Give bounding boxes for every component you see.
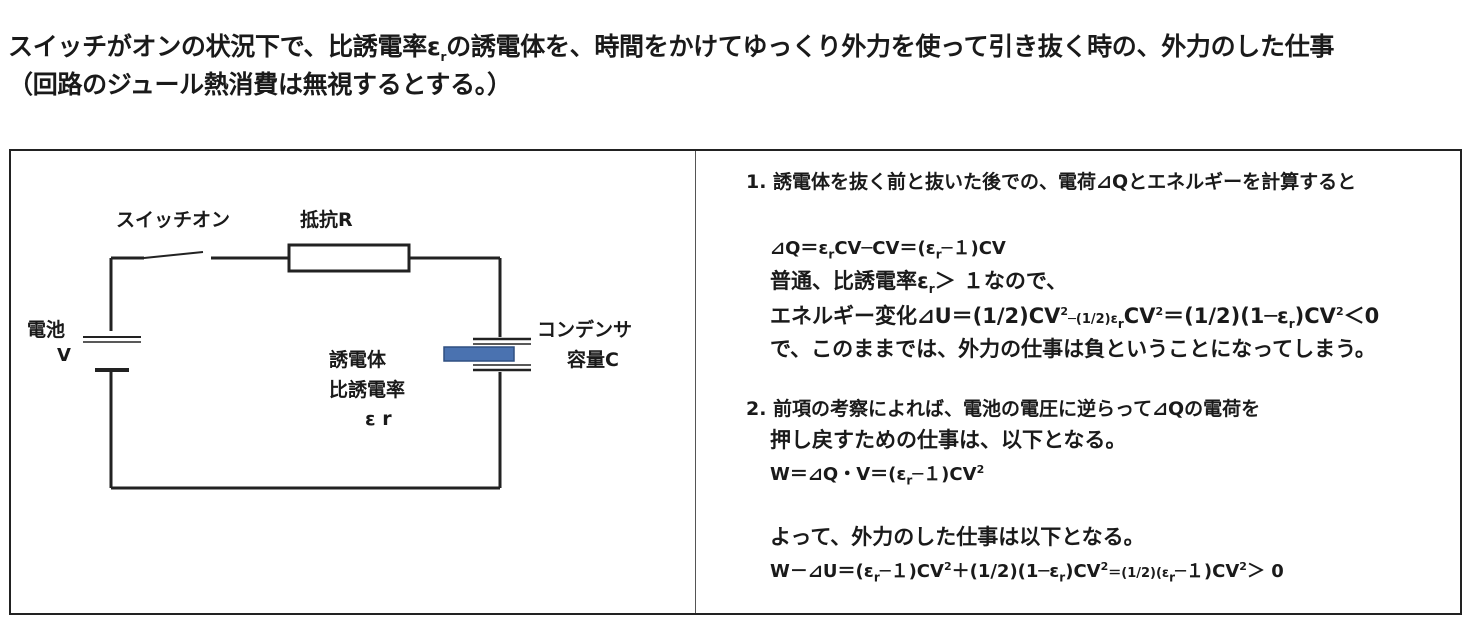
step-1-condition: 普通、比誘電率εr＞ １なので、 <box>770 269 1068 297</box>
resistor <box>287 243 411 273</box>
capacitor-capacity-label: 容量C <box>567 349 619 371</box>
capacitor-label: コンデンサ <box>537 319 633 341</box>
resistor-label: 抵抗R <box>300 209 353 231</box>
title-line-2: （回路のジュール熱消費は無視するとする。） <box>8 70 512 99</box>
step-2-final-equation: W－⊿U＝(εr─１)CV2＋(1/2)(1─εr)CV2＝(1/2)(εr─１… <box>770 560 1284 585</box>
circuit-diagram: スイッチオン 抵抗R 電池 V 誘電体 比誘電率 ε r コンデンサ 容量C <box>11 151 695 613</box>
step-1-energy-change: エネルギー変化⊿U＝(1/2)CV2─(1/2)εrCV2＝(1/2)(1─εr… <box>770 304 1380 332</box>
content-frame: スイッチオン 抵抗R 電池 V 誘電体 比誘電率 ε r コンデンサ 容量C 1… <box>9 149 1462 615</box>
dielectric-slab <box>443 346 515 362</box>
battery-label: 電池 <box>27 319 66 341</box>
step-2-heading: 2. 前項の考察によれば、電池の電圧に逆らって⊿Qの電荷を <box>746 398 1261 420</box>
dielectric-permittivity-label: 比誘電率 <box>329 379 406 401</box>
dielectric-label: 誘電体 <box>329 349 387 371</box>
step-1-equation-dq: ⊿Q＝εrCV─CV＝(εr─１)CV <box>770 238 1006 262</box>
step-1-heading: 1. 誘電体を抜く前と抜いた後での、電荷⊿Qとエネルギーを計算すると <box>746 171 1357 193</box>
page-title: スイッチがオンの状況下で、比誘電率εrの誘電体を、時間をかけてゆっくり外力を使っ… <box>8 28 1478 104</box>
title-line-1: スイッチがオンの状況下で、比誘電率εrの誘電体を、時間をかけてゆっくり外力を使っ… <box>8 32 1335 64</box>
switch-label: スイッチオン <box>116 209 231 231</box>
battery-voltage-label: V <box>57 345 71 366</box>
circuit-svg <box>83 243 531 490</box>
dielectric-epsilon-label: ε r <box>365 408 392 430</box>
step-2-equation-w: W＝⊿Q・V＝(εr─１)CV2 <box>770 463 985 488</box>
step-1-conclusion: で、このままでは、外力の仕事は負ということになってしまう。 <box>770 337 1376 361</box>
step-2-conclusion-intro: よって、外力のした仕事は以下となる。 <box>770 525 1145 549</box>
column-divider <box>695 151 696 613</box>
switch-blade <box>143 251 204 259</box>
step-2-description: 押し戻すための仕事は、以下となる。 <box>770 428 1127 452</box>
